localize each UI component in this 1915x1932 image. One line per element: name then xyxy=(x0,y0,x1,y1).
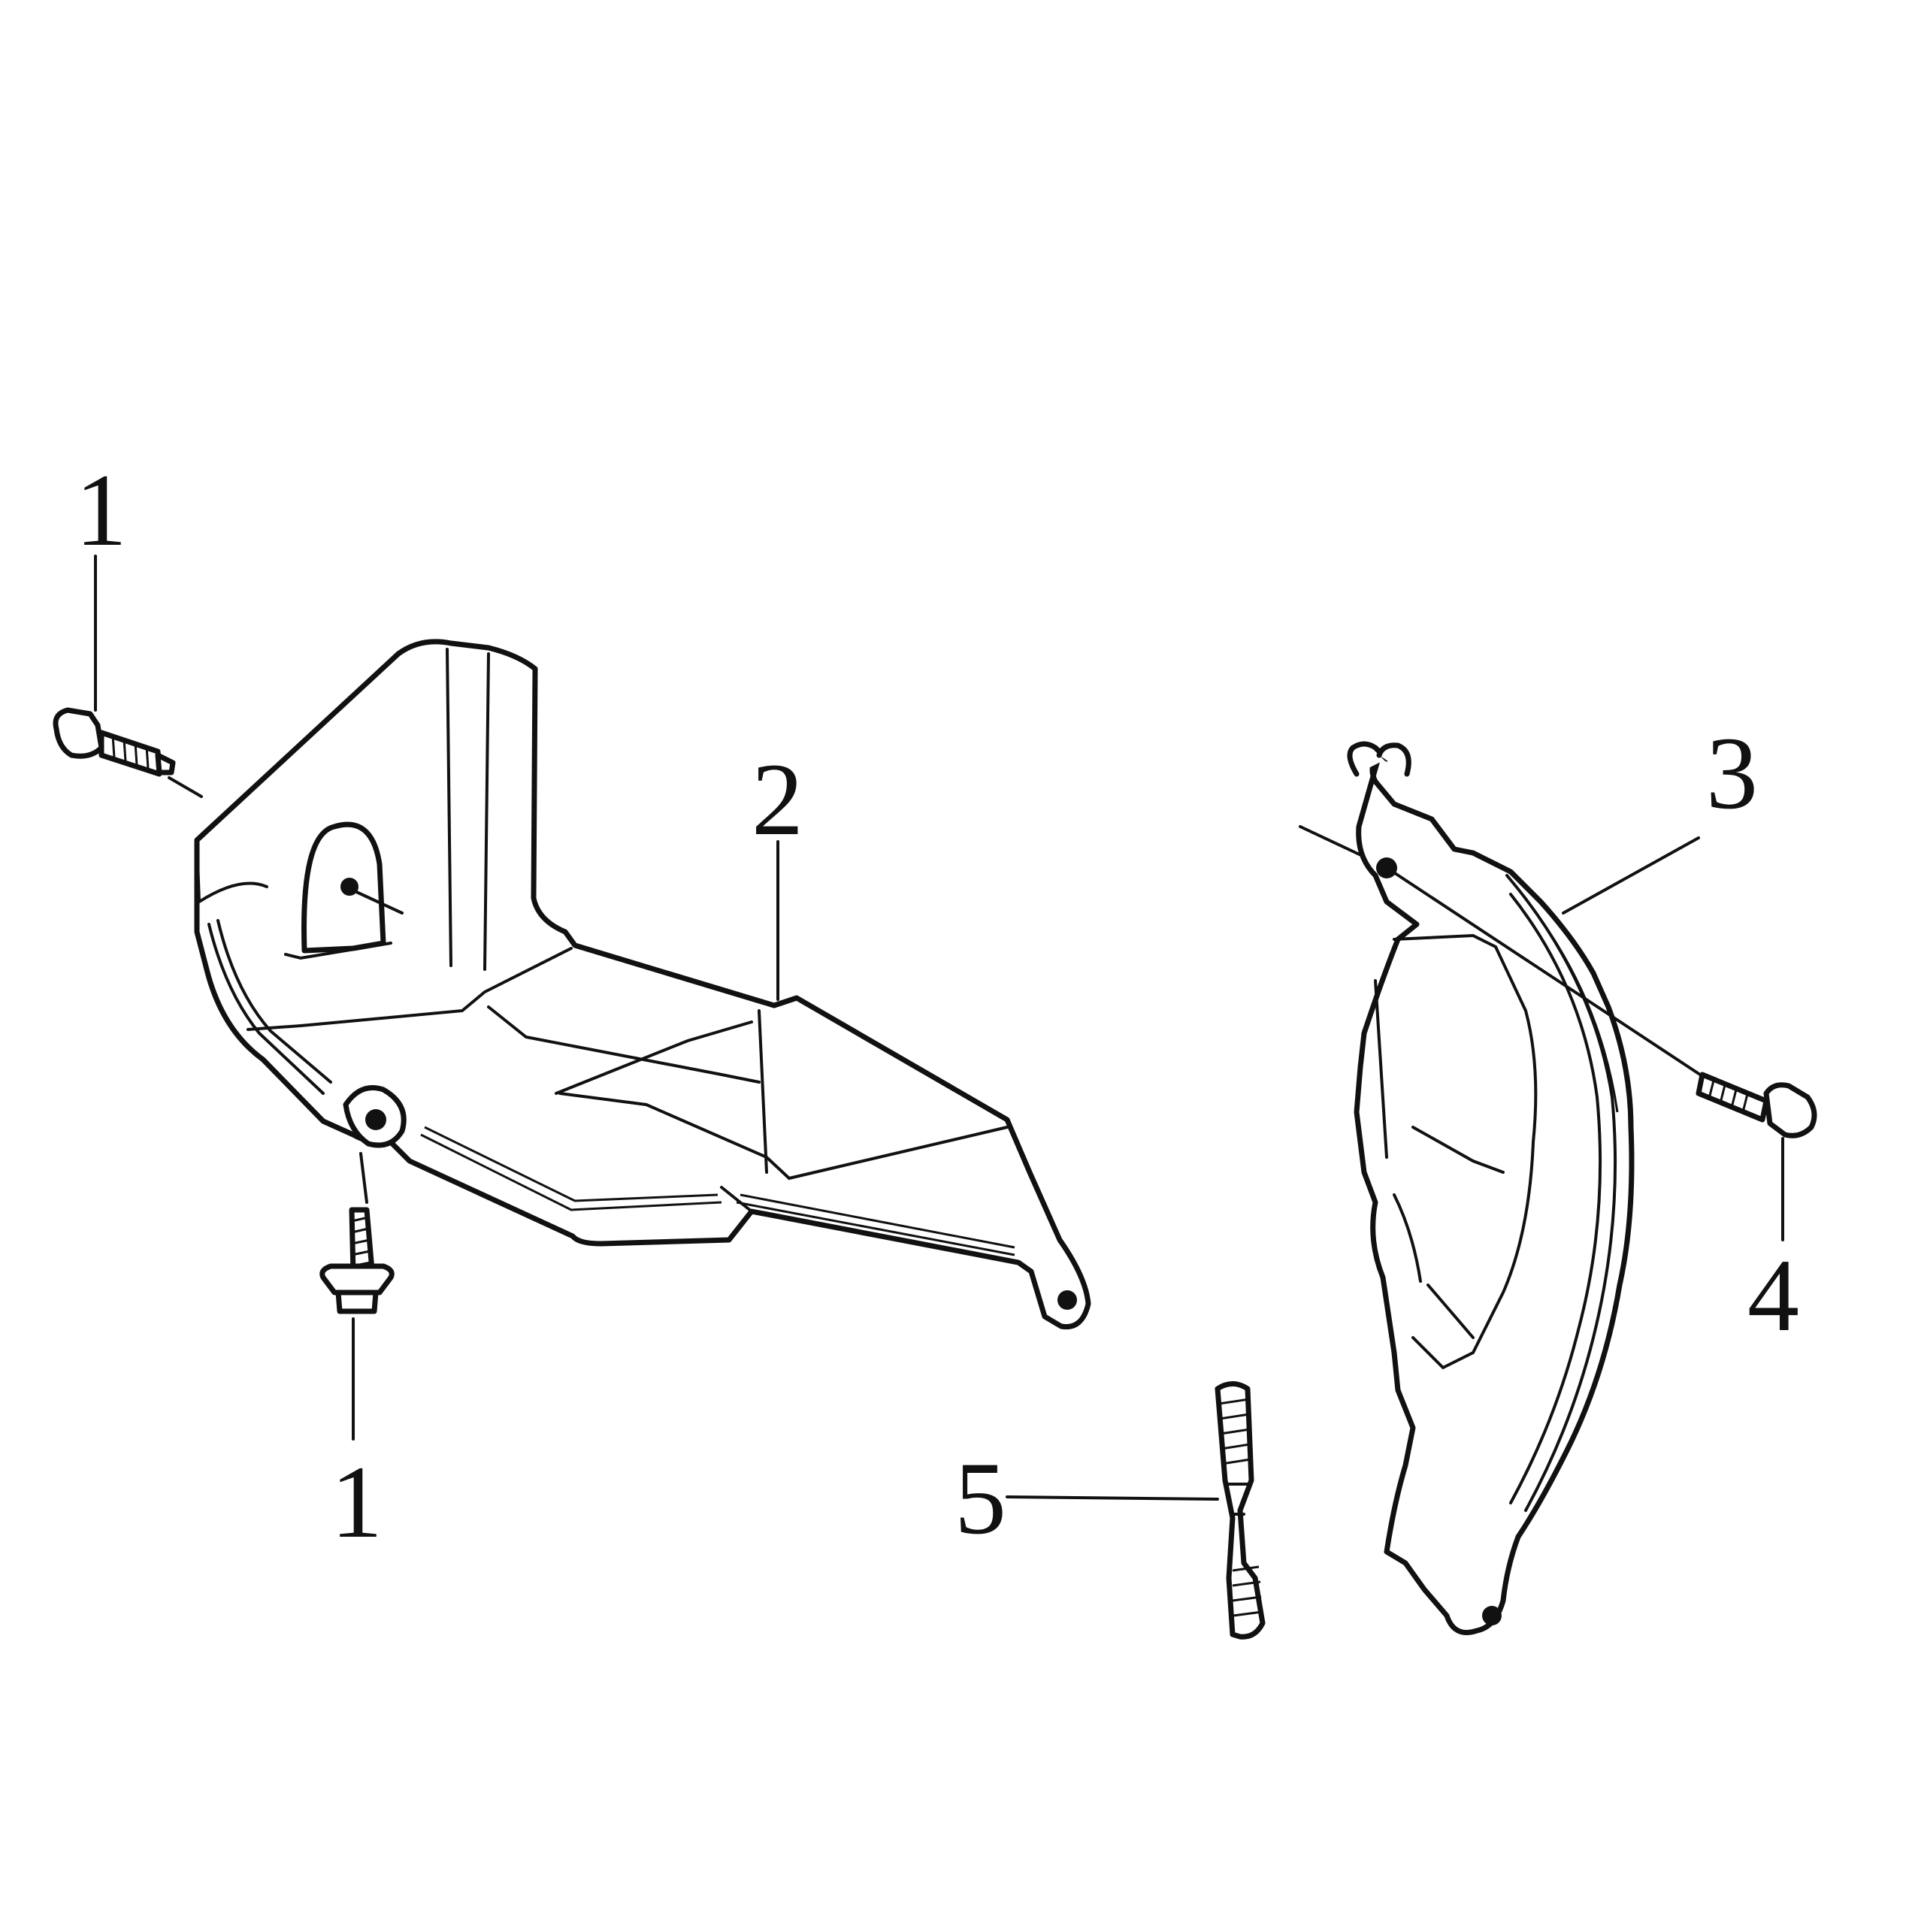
callout-stud: 5 xyxy=(954,1441,1006,1556)
side-guard-part xyxy=(1347,741,1635,1635)
leader-lines xyxy=(94,555,1784,1501)
skid-plate-part xyxy=(194,639,1091,1330)
flange-bolt-right xyxy=(1696,1072,1817,1138)
leader-screw-to-plate xyxy=(168,776,203,798)
flange-screw-top xyxy=(53,707,176,777)
leader-guard-hole xyxy=(1299,825,1366,858)
callout-side-guard: 3 xyxy=(1706,715,1758,830)
callout-labels: 1 2 3 4 5 1 xyxy=(75,452,1799,1559)
flange-screw-bottom xyxy=(319,1207,395,1314)
callout-screw-top: 1 xyxy=(75,452,127,567)
callout-screw-bottom: 1 xyxy=(331,1444,383,1559)
leader-3 xyxy=(1562,836,1700,915)
leader-bolt-to-guard xyxy=(1389,869,1702,1076)
callout-skid-plate: 2 xyxy=(752,742,803,857)
leader-boss-hole xyxy=(352,889,404,915)
callout-bolt-right: 4 xyxy=(1747,1238,1799,1353)
threaded-stud xyxy=(1215,1381,1266,1640)
leader-5 xyxy=(1006,1495,1219,1501)
leader-screw-bottom-to-plate xyxy=(359,1152,368,1204)
